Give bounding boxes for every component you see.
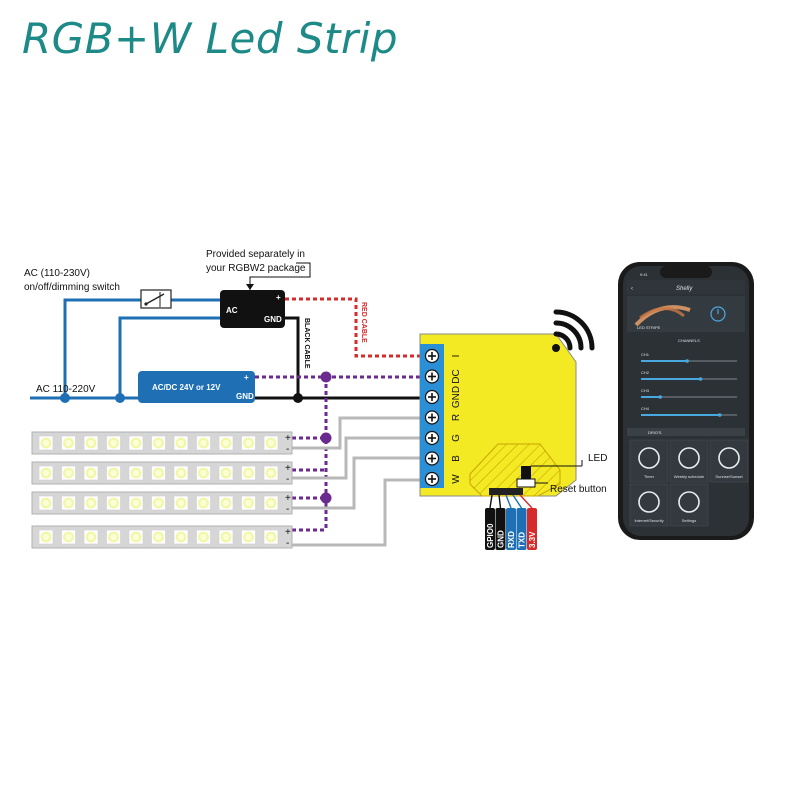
strip-plus-label: + xyxy=(285,493,291,504)
ac-wiring xyxy=(30,298,222,403)
channel-label: CH1 xyxy=(641,352,650,357)
strip-plus-label: + xyxy=(285,527,291,538)
provided-note-line2: your RGBW2 package xyxy=(206,263,306,274)
strip-minus-label: - xyxy=(286,474,289,485)
phone-channel-slider[interactable]: CH3 xyxy=(641,388,737,399)
psu-gnd-label: GND xyxy=(236,392,254,401)
tile-label: Internet/Security xyxy=(634,518,663,523)
phone-channels-title: CHANNELS xyxy=(678,338,700,343)
terminal-label: DC xyxy=(451,369,462,383)
phone-power-button[interactable] xyxy=(710,306,726,322)
pin-label: GND xyxy=(497,530,506,548)
phone-device-name: LED STRIPE xyxy=(637,325,661,330)
phone-section-title: DRIO'S xyxy=(648,430,662,435)
channel-wires xyxy=(292,416,420,547)
ac-switch-label: AC (110-230V) xyxy=(24,268,90,279)
header-pin: TXD xyxy=(512,494,527,550)
power-supply: AC/DC 24V or 12V GND + xyxy=(138,371,255,403)
led-strip: +- xyxy=(31,525,293,549)
terminal-label: I xyxy=(451,355,462,358)
strip-minus-label: - xyxy=(286,538,289,549)
led-label: LED xyxy=(588,453,607,464)
phone-tile[interactable]: Timer xyxy=(629,439,669,483)
adapter-ac-label: AC xyxy=(226,306,238,315)
phone-tile[interactable]: Weekly schedule xyxy=(669,439,709,483)
phone-tile[interactable]: Sunrise/Sunset xyxy=(709,439,749,483)
phone-tile[interactable]: Settings xyxy=(669,483,709,527)
terminal-label: B xyxy=(451,455,462,462)
phone-back-icon[interactable]: ‹ xyxy=(631,286,633,292)
reset-button-label: Reset button xyxy=(550,484,607,495)
tile-label: Sunrise/Sunset xyxy=(715,474,743,479)
terminal-r: R xyxy=(424,410,462,425)
terminal-b: B xyxy=(424,451,462,466)
strip-minus-label: - xyxy=(286,504,289,515)
pin-label: RXD xyxy=(507,531,516,548)
adapter-gnd-label: GND xyxy=(264,315,282,324)
strip-minus-label: - xyxy=(286,444,289,455)
strip-plus-label: + xyxy=(285,433,291,444)
strip-plus-label: + xyxy=(285,463,291,474)
phone-status-time: 9:41 xyxy=(640,272,649,277)
terminal-gnd: GND xyxy=(424,386,462,408)
smartphone-app: 9:41 Shelly ‹ LED STRIPE CHANNELS CH1CH2… xyxy=(618,262,754,540)
pin-label: TXD xyxy=(518,532,527,548)
header-pin: RXD xyxy=(505,494,516,550)
red-cable-label: RED CABLE xyxy=(360,302,367,343)
terminal-g: G xyxy=(424,430,462,446)
tile-label: Timer xyxy=(644,474,655,479)
led-strip: +- xyxy=(31,491,293,515)
terminal-w: W xyxy=(424,471,462,487)
phone-channel-slider[interactable]: CH4 xyxy=(641,406,737,417)
tile-label: Settings xyxy=(682,518,696,523)
header-pin: GND xyxy=(495,494,506,550)
header-pin: 3.3V xyxy=(519,494,537,550)
psu-plus-label: + xyxy=(244,373,249,382)
terminal-label: R xyxy=(451,414,462,421)
terminal-label: W xyxy=(451,474,462,484)
terminal-label: GND xyxy=(451,386,462,408)
pin-label: 3.3V xyxy=(528,531,537,548)
phone-channel-slider[interactable]: CH2 xyxy=(641,370,737,381)
phone-brand: Shelly xyxy=(676,286,693,292)
terminal-dc: DC xyxy=(424,369,462,384)
led-strip: +- xyxy=(31,431,293,455)
pin-label: GPIO0 xyxy=(486,523,495,548)
ac-input-label: AC 110-220V xyxy=(36,384,96,395)
adapter-plus-label: + xyxy=(276,293,281,302)
page-title: RGB+W Led Strip xyxy=(22,14,399,63)
black-cable-label: BLACK CABLE xyxy=(303,318,310,369)
wifi-icon xyxy=(552,309,595,352)
terminal-i: I xyxy=(424,348,462,364)
channel-label: CH4 xyxy=(641,406,650,411)
rgbw2-module: I DC GND R G B W xyxy=(419,333,577,497)
channel-label: CH2 xyxy=(641,370,650,375)
reset-button[interactable] xyxy=(516,478,536,488)
provided-note-line1: Provided separately in xyxy=(206,249,305,260)
led-strips: +-+-+-+- xyxy=(31,431,293,549)
header-pin: GPIO0 xyxy=(485,494,495,550)
phone-tile[interactable]: Internet/Security xyxy=(629,483,669,527)
phone-channel-slider[interactable]: CH1 xyxy=(641,352,737,363)
led-strip: +- xyxy=(31,461,293,485)
tile-label: Weekly schedule xyxy=(674,474,705,479)
terminal-label: G xyxy=(451,434,462,442)
psu-label: AC/DC 24V or 12V xyxy=(152,383,221,392)
dimmer-switch-icon xyxy=(140,289,172,309)
ac-switch-sublabel: on/off/dimming switch xyxy=(24,282,120,293)
terminal-block: I DC GND R G B W xyxy=(424,348,462,487)
led-indicator xyxy=(521,466,531,480)
channel-label: CH3 xyxy=(641,388,650,393)
dc-adapter: AC GND + xyxy=(220,290,285,328)
